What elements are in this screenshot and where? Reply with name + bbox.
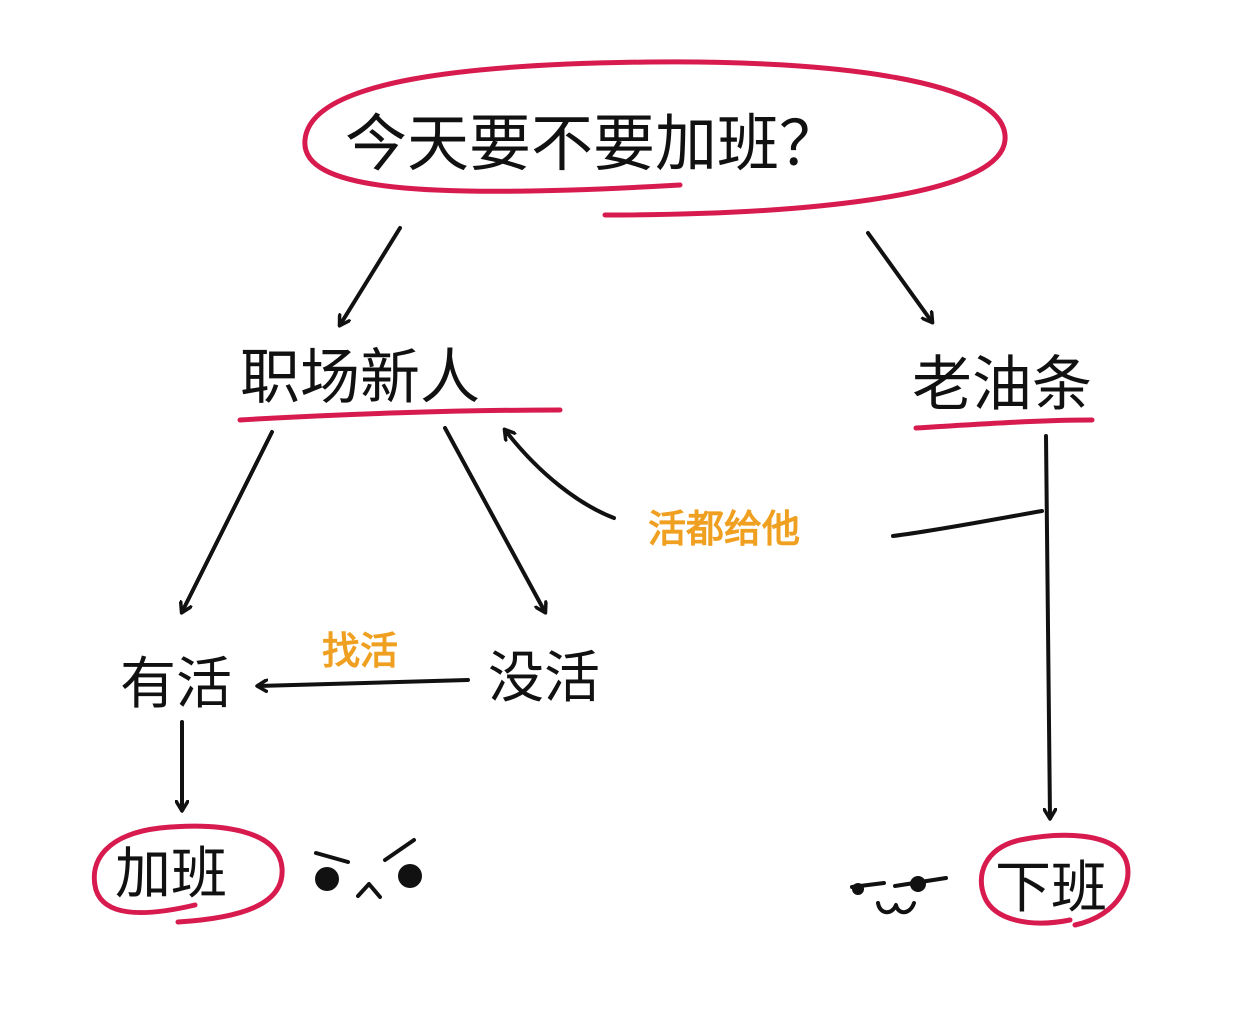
veteran-node: 老油条 [912,350,1095,431]
overtime-node: 加班 [91,823,285,925]
question-oval [302,59,1008,218]
veteran-label: 老油条 [912,350,1092,420]
no-work-label: 没活 [488,646,600,711]
question-label: 今天要不要加班？ [345,107,841,180]
arrow-newcomer-to-has-work [182,430,274,612]
arrow-veteran-to-off-work [1046,434,1050,818]
veteran-underline [913,417,1095,431]
arrow-newcomer-to-no-work [443,426,545,612]
question-node: 今天要不要加班？ [302,59,1008,218]
overtime-label: 加班 [115,842,227,907]
angry-face-icon [314,838,422,899]
overtime-circle [91,823,285,925]
branch-line-veteran [891,509,1044,538]
has-work-label: 有活 [120,652,232,717]
newcomer-underline [237,407,563,423]
arrow-question-to-newcomer [340,226,402,325]
off-work-circle [978,832,1131,928]
arrow-question-to-veteran [866,231,932,322]
find-work-label: 找活 [322,629,398,673]
newcomer-node: 职场新人 [237,343,563,423]
arrow-give-work-to-newcomer [505,430,616,520]
off-work-node: 下班 [978,832,1131,928]
newcomer-label: 职场新人 [240,343,480,413]
smug-face-icon [850,876,948,915]
arrow-no-work-to-has-work [258,678,470,686]
off-work-label: 下班 [995,856,1107,921]
give-work-label: 活都给他 [648,507,800,551]
